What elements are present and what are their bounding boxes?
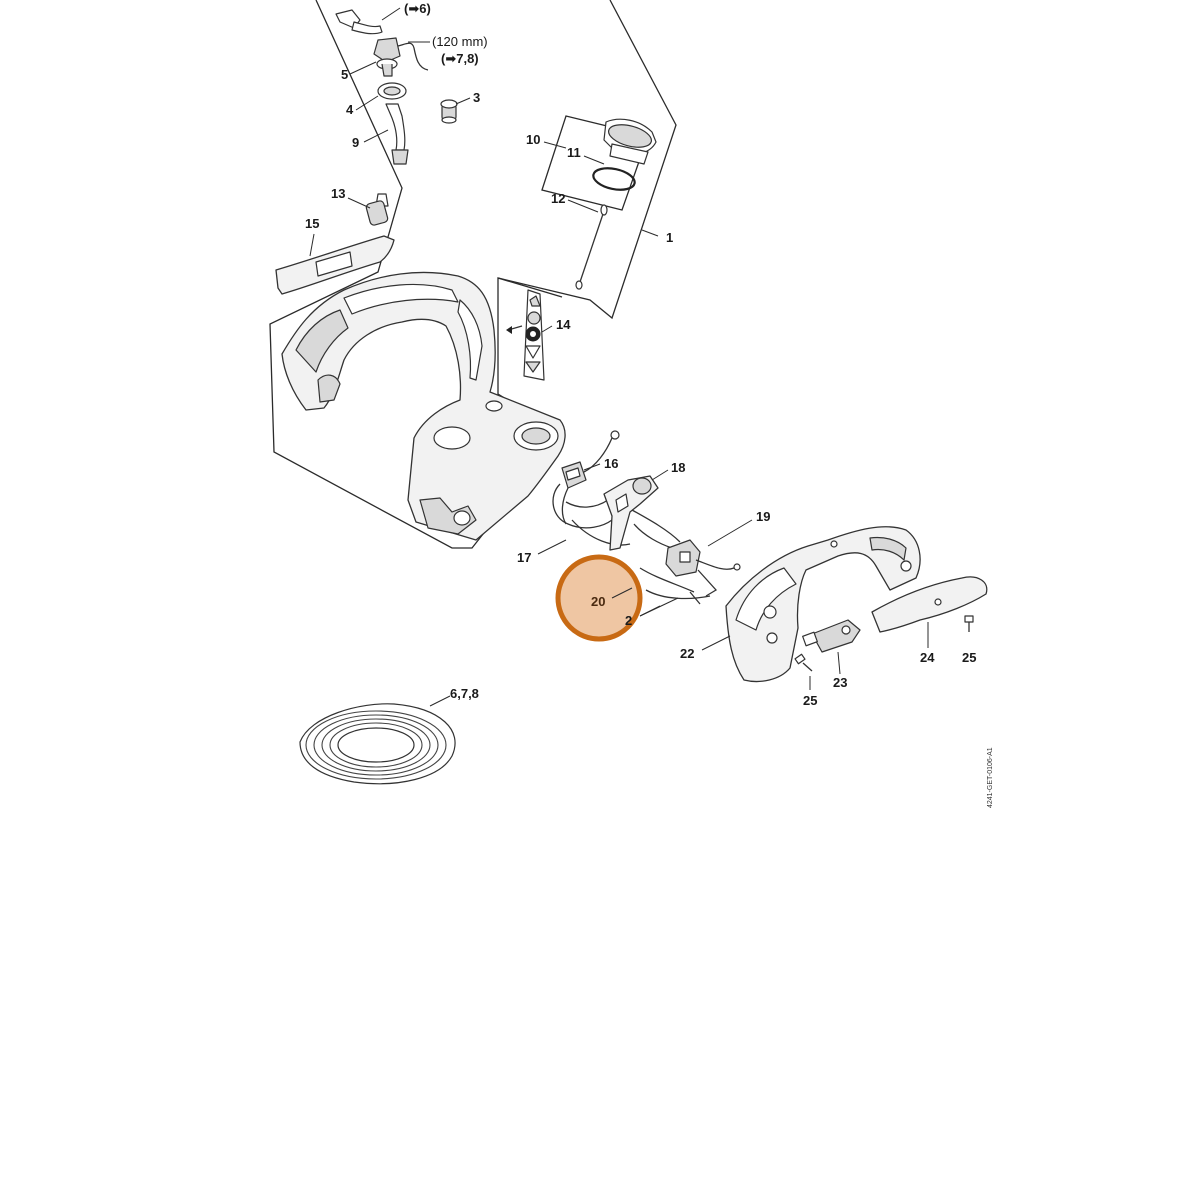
callout-1[interactable]: 1: [666, 230, 673, 245]
callout-13[interactable]: 13: [331, 186, 345, 201]
ref-6-label: (➡6): [404, 1, 431, 16]
part-19-switch-module: [665, 539, 741, 597]
part-1-tank-assembly: [281, 271, 566, 541]
callout-678[interactable]: 6,7,8: [450, 686, 479, 701]
callout-17[interactable]: 17: [517, 550, 531, 565]
part-10-filler-cap: [603, 118, 657, 165]
leader-2: [639, 605, 661, 617]
part-24-handle-cover: [871, 576, 988, 633]
part-16-switch: [561, 430, 620, 525]
part-17-wiring-harness: [552, 483, 631, 546]
callout-3[interactable]: 3: [473, 90, 480, 105]
part-18-trigger-assembly: [603, 475, 681, 551]
callout-19[interactable]: 19: [756, 509, 770, 524]
callout-23[interactable]: 23: [833, 675, 847, 690]
callout-15[interactable]: 15: [305, 216, 319, 231]
part-4-grommet: [377, 82, 407, 100]
leader-20: [611, 587, 633, 599]
callout-4[interactable]: 4: [346, 102, 354, 117]
callout-14[interactable]: 14: [556, 317, 571, 332]
label-subgroup-frame: [497, 277, 563, 298]
part-22-handle-housing: [725, 526, 921, 683]
callout-labels: (➡6) (120 mm) (➡7,8) 1 2 3 4 5 9 10 11 1…: [305, 1, 976, 708]
part-14-warning-label: [506, 289, 545, 381]
part-6-hose: [335, 9, 383, 35]
part-678-coiled-hose: [299, 703, 456, 785]
callout-22[interactable]: 22: [680, 646, 694, 661]
ref-78-label: (➡7,8): [441, 51, 479, 66]
callout-12[interactable]: 12: [551, 191, 565, 206]
part-11-o-ring: [592, 167, 636, 191]
callout-9[interactable]: 9: [352, 135, 359, 150]
callout-2[interactable]: 2: [625, 613, 632, 628]
part-25-screw-right: [964, 615, 974, 632]
callout-20[interactable]: 20: [591, 594, 605, 609]
callout-18[interactable]: 18: [671, 460, 685, 475]
drawing-code: 4241-GET-0106-A1: [987, 747, 994, 808]
part-5-fuel-pickup: [373, 37, 429, 77]
part-15-cover-strip: [275, 235, 395, 295]
part-13-fitting: [365, 193, 389, 226]
highlight-circle-20[interactable]: [555, 554, 643, 642]
callout-11[interactable]: 11: [567, 145, 581, 160]
callout-24[interactable]: 24: [920, 650, 935, 665]
part-25-screw-bottom: [794, 653, 813, 672]
part-23-lever: [802, 619, 861, 653]
callout-25-right[interactable]: 25: [962, 650, 976, 665]
callout-5[interactable]: 5: [341, 67, 348, 82]
callout-16[interactable]: 16: [604, 456, 618, 471]
hose-length-label: (120 mm): [432, 34, 488, 49]
callout-10[interactable]: 10: [526, 132, 540, 147]
part-3-vent-valve: [440, 99, 458, 124]
callout-25-bottom[interactable]: 25: [803, 693, 817, 708]
part-9-fuel-hose: [385, 103, 409, 165]
part-12-retaining-strap: [575, 204, 608, 290]
